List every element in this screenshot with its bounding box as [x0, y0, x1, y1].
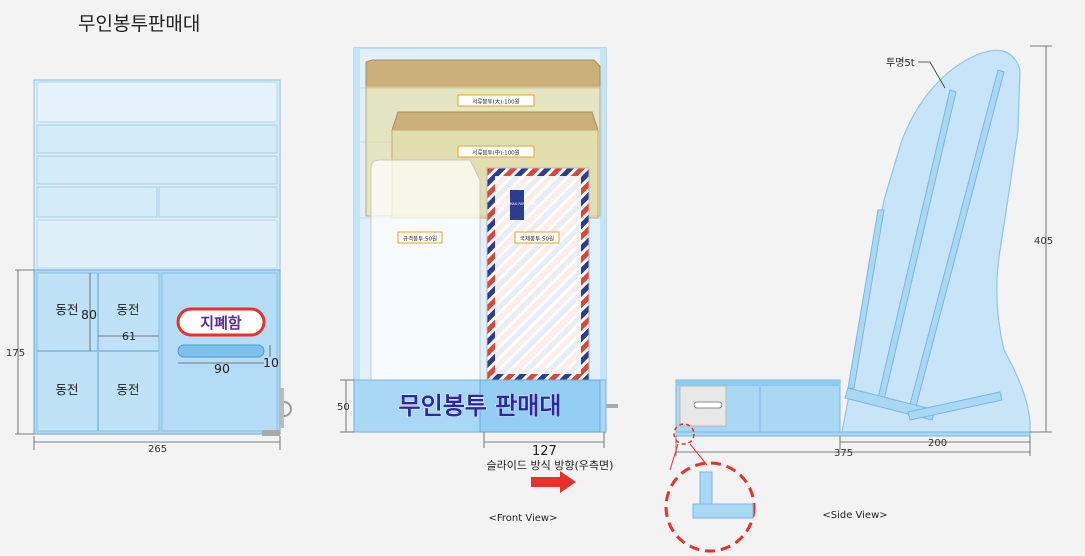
shelf-1: [36, 124, 278, 154]
front-view: 서류봉투(大):100원 서류봉투(中):100원 규격봉투:50원 BY AI…: [337, 47, 618, 524]
dim-coin-h: 80: [81, 307, 97, 322]
side-view: 투명5t 405 200 375 <Side View>: [664, 45, 1053, 553]
shelf-3a: [36, 186, 158, 218]
drawer-pull: [693, 401, 723, 409]
side-shelf-1: [847, 209, 885, 389]
price-tag-text: 규격봉투:50원: [403, 235, 437, 243]
banner-text: 무인봉투 판매대: [399, 392, 562, 420]
front-caption: <Front View>: [489, 513, 558, 524]
price-tag-text: 서류봉투(大):100원: [472, 98, 519, 106]
detail-marker: [673, 423, 695, 445]
bill-slot: [177, 344, 265, 358]
bill-sign-text: 지폐함: [200, 314, 242, 332]
dim-coin-w: 61: [122, 330, 136, 343]
handle-icon: [283, 401, 292, 417]
dim-base-h: 50: [337, 402, 350, 413]
side-floor: [675, 431, 1031, 437]
side-caption: <Side View>: [822, 510, 887, 521]
left-elevation: 동전 동전 동전 동전 지폐함 175 265 80 61 90: [6, 79, 292, 455]
coin-label: 동전: [116, 382, 139, 397]
dim-slot-w: 90: [214, 361, 230, 376]
coin-label: 동전: [55, 302, 78, 317]
page-title: 무인봉투판매대: [78, 13, 200, 35]
coin-label: 동전: [116, 302, 139, 317]
shelf-4: [36, 219, 278, 269]
price-tag-text: 국제봉투:50원: [520, 235, 554, 243]
price-tag: [514, 231, 560, 244]
price-tag: [397, 231, 443, 244]
dim-width: 265: [148, 444, 167, 455]
shelf-top: [36, 81, 278, 123]
coin-label: 동전: [55, 382, 78, 397]
shelf-3b: [158, 186, 278, 218]
foot: [262, 430, 280, 436]
airmail-tag: BY AIR MAIL PAR AVION: [498, 202, 536, 206]
detail-zoom-circle: [664, 461, 756, 553]
dim-side-depth: 200: [928, 438, 947, 449]
shelf-2: [36, 155, 278, 185]
dim-slot-h: 10: [263, 355, 279, 370]
bill-sign: [176, 307, 266, 337]
price-tag: [457, 94, 535, 107]
material-label: 투명5t: [886, 57, 915, 69]
price-tag: [457, 145, 535, 158]
envelope-standard: [370, 159, 481, 383]
dim-side-h: 405: [1034, 236, 1053, 247]
slide-direction-arrow-icon: [531, 471, 576, 493]
dim-side-total: 375: [834, 448, 853, 459]
side-panel: [841, 49, 1031, 433]
dim-height: 175: [6, 348, 25, 359]
dim-front-w: 127: [532, 444, 557, 459]
airmail-stamp: [510, 190, 524, 220]
slide-note: 슬라이드 방식 방향(우측면): [487, 459, 614, 472]
price-tag-text: 서류봉투(中):100원: [472, 149, 519, 157]
detail-rail: [692, 503, 754, 519]
slide-handle: [606, 404, 618, 408]
